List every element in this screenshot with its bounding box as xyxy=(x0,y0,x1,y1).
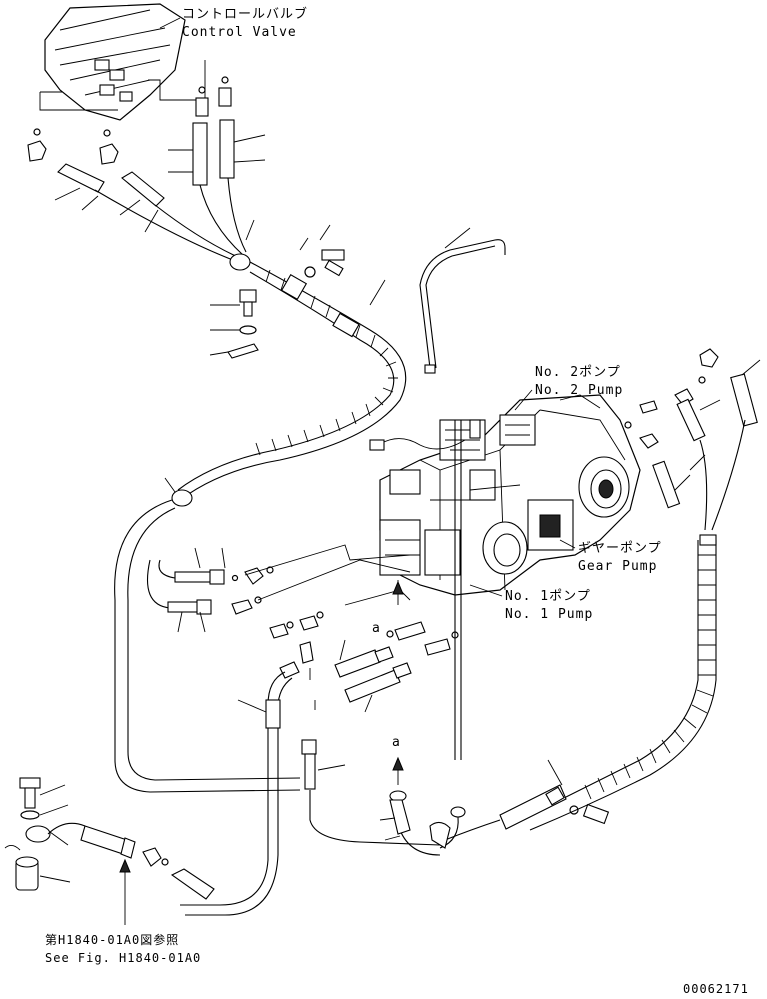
bottom-left-hardware xyxy=(4,777,215,925)
control-valve-label-jp: コントロールバルブ xyxy=(182,6,308,22)
center-vertical-hose xyxy=(301,420,466,849)
reference-label-en: See Fig. H1840-01A0 xyxy=(45,951,201,965)
left-loop-hoses xyxy=(114,477,301,793)
drain-hose-left xyxy=(180,661,300,916)
drawing-number: 00062171 xyxy=(683,982,749,996)
no1-pump-label-jp: No. 1ポンプ xyxy=(505,589,591,604)
valve-fittings xyxy=(27,76,232,165)
marker-a-lower: a xyxy=(379,735,441,856)
valve-hoses xyxy=(57,119,247,263)
gear-pump-label-en: Gear Pump xyxy=(578,559,657,574)
pump-pilot-tube xyxy=(419,227,506,374)
control-valve xyxy=(39,3,206,121)
marker-a-top: a xyxy=(372,621,381,636)
gear-pump-label-jp: ギヤーポンプ xyxy=(578,541,662,556)
wrapped-hose-bundle-right xyxy=(435,419,746,843)
reference-label-jp: 第H1840-01A0図参照 xyxy=(45,932,179,947)
right-fittings xyxy=(624,348,761,509)
clamp-hardware xyxy=(209,224,386,359)
bottom-right-bolt xyxy=(569,803,610,825)
marker-a-bottom: a xyxy=(392,735,401,750)
middle-connectors: a xyxy=(244,544,459,713)
no1-pump-label-en: No. 1 Pump xyxy=(505,607,593,622)
control-valve-label-en: Control Valve xyxy=(182,25,297,40)
wrapped-hose-bundle-upper xyxy=(177,253,407,501)
leader-lines-top xyxy=(54,134,266,241)
no2-pump-label-en: No. 2 Pump xyxy=(535,383,623,398)
pump-assembly xyxy=(369,394,641,596)
no2-pump-label-jp: No. 2ポンプ xyxy=(535,365,621,380)
